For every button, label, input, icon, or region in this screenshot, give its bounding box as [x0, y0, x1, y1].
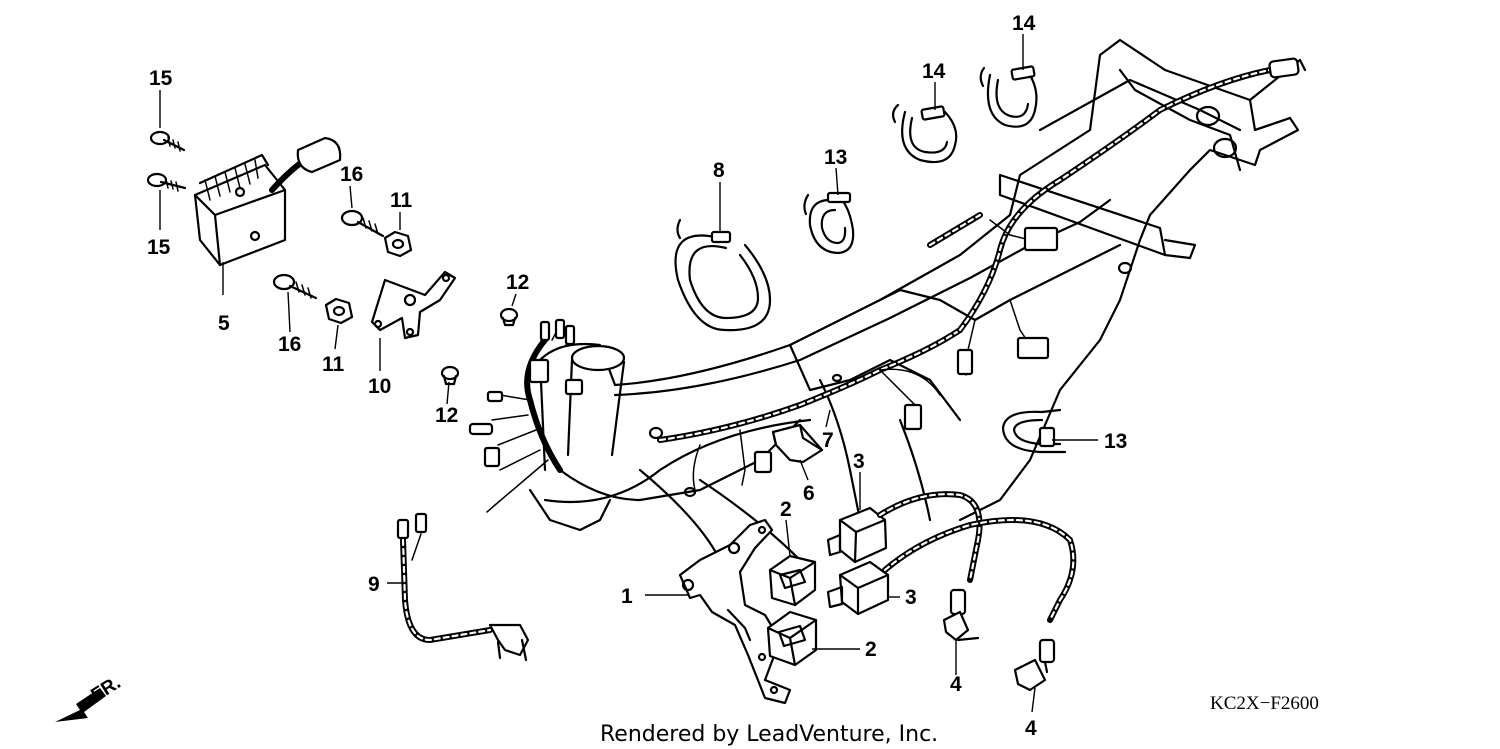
callout-16-lower: 16 [278, 333, 301, 356]
callout-1: 1 [621, 585, 633, 608]
nut-11-upper [383, 230, 413, 258]
callout-15-upper: 15 [149, 67, 173, 90]
callout-16-upper: 16 [340, 163, 363, 186]
callout-6: 6 [803, 482, 815, 505]
plug-cap-4-left [942, 588, 980, 642]
callout-12-lower: 12 [435, 404, 458, 427]
regulator-rectifier [193, 136, 342, 267]
callout-7: 7 [822, 429, 834, 452]
callout-4-left: 4 [950, 673, 962, 696]
ignition-coil-3-upper [826, 491, 983, 583]
callout-2-upper: 2 [780, 498, 792, 521]
main-frame [528, 38, 1307, 622]
sub-harness-9 [396, 512, 530, 662]
callout-3-upper: 3 [853, 450, 865, 473]
relay-6 [771, 423, 824, 464]
band-14-right [979, 65, 1038, 128]
regulator-bracket [370, 270, 457, 340]
diagram-code: KC2X−F2600 [1210, 693, 1319, 714]
band-13-upper [803, 191, 855, 255]
callout-11-lower: 11 [322, 353, 345, 376]
callout-2-lower: 2 [865, 638, 877, 661]
credit-text: Rendered by LeadVenture, Inc. [600, 722, 938, 747]
callout-14-right: 14 [1012, 12, 1036, 35]
callout-9: 9 [368, 573, 380, 596]
callout-3-lower: 3 [905, 586, 917, 609]
callout-5: 5 [218, 312, 230, 335]
cushion-2-upper [768, 554, 817, 607]
band-8 [674, 218, 772, 332]
callout-4-right: 4 [1025, 717, 1037, 740]
wire-harness [468, 57, 1300, 513]
clip-12-lower [440, 365, 460, 386]
callout-14-left: 14 [922, 60, 946, 83]
front-direction-arrow-icon: FR. [55, 672, 125, 722]
callout-labels: 1 2 2 3 3 4 4 5 6 7 8 9 10 11 11 12 12 1… [147, 12, 1127, 740]
bolt-16-lower [272, 273, 318, 300]
bolt-15-lower [146, 172, 187, 192]
leader-lines [159, 34, 1098, 713]
plug-cap-4-right [1013, 638, 1056, 692]
band-13-right [1001, 408, 1067, 454]
callout-11-upper: 11 [390, 189, 413, 212]
callout-13-upper: 13 [824, 146, 847, 169]
callout-12-upper: 12 [506, 271, 529, 294]
callout-8: 8 [713, 159, 725, 182]
bolt-16-upper [340, 209, 385, 238]
bolt-15-upper [149, 130, 186, 152]
band-14-left [891, 103, 958, 164]
clip-12-upper [499, 307, 519, 327]
callout-10: 10 [368, 375, 391, 398]
nut-11-lower [324, 297, 354, 325]
ignition-coil-3-lower [826, 517, 1077, 623]
callout-15-lower: 15 [147, 236, 171, 259]
cushion-2-lower [766, 610, 818, 667]
coil-bracket-1 [678, 518, 792, 705]
callout-13-right: 13 [1104, 430, 1127, 453]
